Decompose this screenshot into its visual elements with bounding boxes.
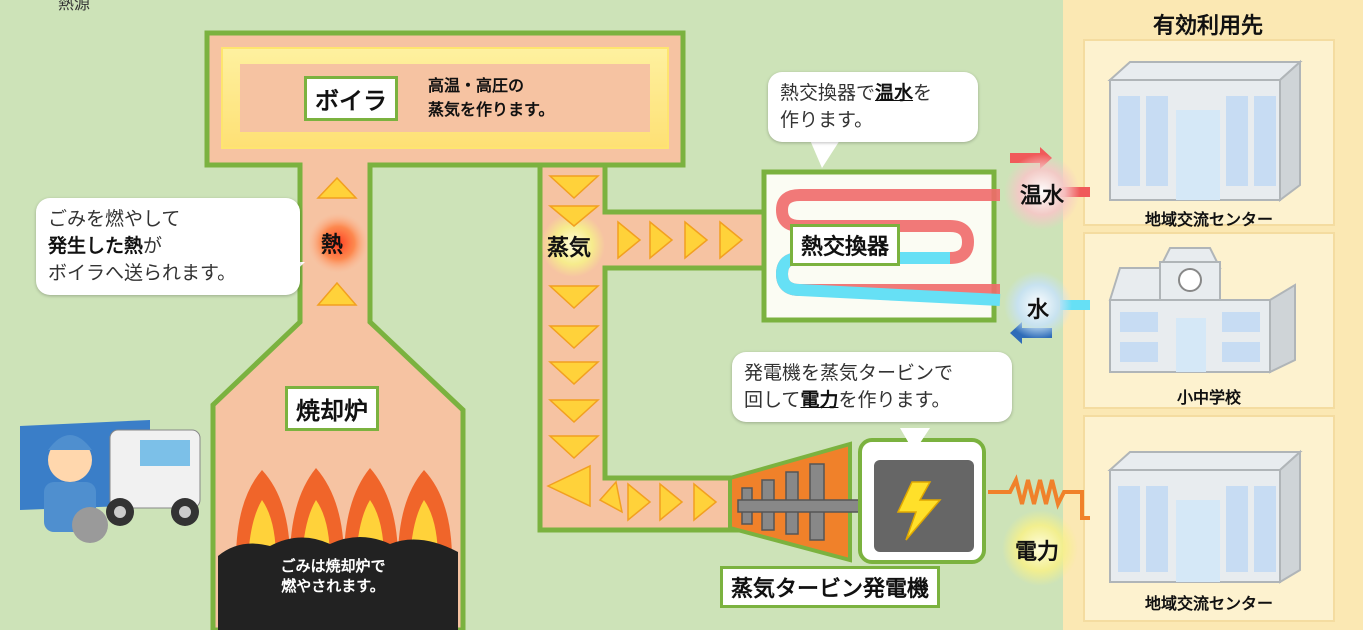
steam-turbine-arrows — [627, 482, 718, 522]
steam-right-arrows — [617, 220, 744, 260]
steam-glow — [541, 213, 605, 277]
bubble-exchanger-line2: 作ります。 — [780, 109, 874, 131]
water-glow — [1004, 271, 1072, 339]
bubble-turbine-line1: 発電機を蒸気タービンで — [744, 362, 954, 384]
turbine-explanation-bubble: 発電機を蒸気タービンで 回して電力を作ります。 — [732, 352, 1012, 422]
bubble-turbine-pre: 回して — [744, 389, 801, 411]
diagonal-arrow-icon — [598, 480, 624, 514]
furnace-note-line2: 燃やされます。 — [281, 577, 385, 595]
water-label: 水 — [1027, 298, 1050, 323]
bubble-exchanger-post: を — [913, 82, 933, 104]
heat-glow — [308, 213, 368, 273]
bubble-heat-line2: 発生した熱が — [48, 233, 288, 260]
lightning-icon — [896, 481, 942, 541]
bubble-turbine-underline: 電力 — [800, 389, 839, 411]
heat-explanation-bubble: ごみを燃やして 発生した熱が ボイラへ送られます。 — [36, 198, 300, 295]
boiler-label: ボイラ — [304, 76, 398, 121]
power-glow — [1002, 510, 1078, 586]
heat-exchanger-label: 熱交換器 — [790, 224, 901, 266]
furnace-note-line1: ごみは焼却炉で — [280, 557, 386, 575]
up-arrow-icon — [316, 176, 358, 199]
destination-label-2: 小中学校 — [1176, 388, 1241, 407]
garbage-truck-illustration — [20, 420, 201, 543]
title-fragment: 熱源 — [58, 0, 91, 13]
school-illustration — [1108, 247, 1296, 374]
turbine-blades — [737, 463, 869, 541]
community-center-2-illustration — [1107, 449, 1303, 584]
bubble-turbine-post: を作ります。 — [838, 389, 951, 411]
steam-down-arrows — [547, 175, 601, 460]
bubble-heat-bold: 発生した熱 — [48, 235, 144, 257]
bubble-exchanger-line1: 熱交換器で温水を — [780, 80, 966, 107]
power-label: 電力 — [1015, 540, 1060, 565]
boiler-description: 高温・高圧の 蒸気を作ります。 — [428, 74, 554, 122]
furnace-label: 焼却炉 — [285, 386, 379, 431]
boiler-desc-line1: 高温・高圧の — [428, 76, 525, 95]
hot-water-glow — [1004, 154, 1080, 230]
power-line — [988, 474, 1090, 520]
up-arrow-icon — [316, 281, 358, 306]
destinations-header: 有効利用先 — [1152, 14, 1263, 39]
bubble-tail — [900, 428, 930, 452]
bubble-exchanger-underline: 温水 — [875, 82, 914, 104]
left-arrow-icon — [546, 464, 591, 508]
bubble-exchanger-pre: 熱交換器で — [780, 82, 876, 104]
boiler-desc-line2: 蒸気を作ります。 — [428, 100, 555, 119]
hot-water-label: 温水 — [1020, 184, 1065, 209]
furnace-boiler-structure — [204, 30, 686, 630]
garbage-pile — [218, 537, 458, 630]
bubble-heat-rest: が — [143, 235, 163, 257]
bubble-heat-line1: ごみを燃やして — [48, 208, 181, 230]
steam-label: 蒸気 — [547, 236, 592, 261]
heat-label: 熱 — [321, 233, 344, 258]
turbine-generator-label: 蒸気タービン発電機 — [720, 566, 941, 608]
destination-label-3: 地域交流センター — [1144, 594, 1273, 613]
furnace-note: ごみは焼却炉で 燃やされます。 — [268, 556, 398, 596]
bubble-tail — [810, 140, 840, 168]
destination-label-1: 地域交流センター — [1144, 210, 1273, 229]
bubble-turbine-line2: 回して電力を作ります。 — [744, 387, 1000, 414]
bubble-heat-line3: ボイラへ送られます。 — [48, 262, 237, 284]
community-center-1-illustration — [1107, 59, 1303, 202]
exchanger-explanation-bubble: 熱交換器で温水を 作ります。 — [768, 72, 978, 142]
fire-icon — [236, 468, 452, 560]
